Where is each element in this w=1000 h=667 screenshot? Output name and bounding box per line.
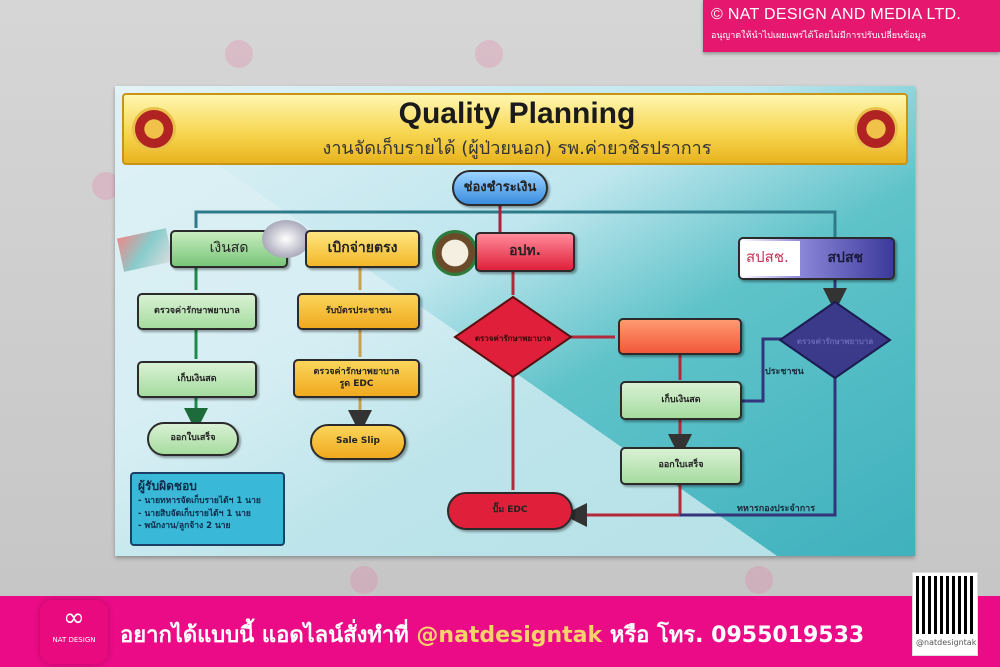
promo-text: อยากได้แบบนี้ แอดไลน์สั่งทำที่ xyxy=(120,623,409,648)
lgo-decision-diamond xyxy=(453,295,573,379)
start-payment-counter: ช่องชำระเงิน xyxy=(452,170,548,206)
lgo-header: อปท. xyxy=(475,232,575,272)
nhso-decision-diamond xyxy=(778,300,892,380)
infinity-icon: ∞ xyxy=(63,603,85,633)
responsible-box: ผู้รับผิดชอบ - นายทหารจัดเก็บรายได้ฯ 1 น… xyxy=(130,472,285,546)
army-seal-left-icon xyxy=(132,107,176,151)
responsible-title: ผู้รับผิดชอบ xyxy=(138,479,197,493)
watermark-logo-icon xyxy=(745,566,773,594)
direct-step-edc: ตรวจค่ารักษาพยาบาล รูด EDC xyxy=(293,359,420,398)
cash-step-check-fee: ตรวจค่ารักษาพยาบาล xyxy=(137,293,257,330)
watermark-logo-icon xyxy=(225,40,253,68)
watermark-logo-icon xyxy=(475,40,503,68)
qr-code[interactable]: @natdesigntak xyxy=(912,572,978,656)
poster-subtitle: งานจัดเก็บรายได้ (ผู้ป่วยนอก) รพ.ค่ายวชิ… xyxy=(322,138,712,159)
logo-text: NAT DESIGN xyxy=(52,636,96,644)
army-seal-right-icon xyxy=(854,107,898,151)
comptroller-garuda-logo-icon xyxy=(262,220,310,258)
nhso-logo: สปสช. xyxy=(742,241,800,276)
lgo-step-unreadable xyxy=(618,318,742,355)
responsible-item: - พนักงาน/ลูกจ้าง 2 นาย xyxy=(138,521,231,532)
cash-step-collect: เก็บเงินสด xyxy=(137,361,257,398)
watermark-logo-icon xyxy=(350,566,378,594)
line-handle-link[interactable]: @natdesigntak xyxy=(416,623,603,648)
branch-label-soldier: ทหารกองประจำการ xyxy=(737,504,816,514)
footer-banner xyxy=(0,596,1000,667)
direct-step-sale-slip: Sale Slip xyxy=(310,424,406,460)
nhso-header-label: สปสช xyxy=(827,249,863,266)
direct-header: เบิกจ่ายตรง xyxy=(305,230,420,268)
poster-header: Quality Planning งานจัดเก็บรายได้ (ผู้ป่… xyxy=(122,93,908,165)
direct-step-id-card: รับบัตรประชาชน xyxy=(297,293,420,330)
direct-step-swipe-edc: รูด EDC xyxy=(339,378,374,389)
responsible-item: - นายสิบจัดเก็บรายได้ฯ 1 นาย xyxy=(138,508,251,519)
copyright-text: © NAT DESIGN AND MEDIA LTD. xyxy=(711,6,962,23)
end-edc: ปั๊ม EDC xyxy=(447,492,573,530)
qr-caption: @natdesigntak xyxy=(916,638,977,647)
responsible-item: - นายทหารจัดเก็บรายได้ฯ 1 นาย xyxy=(138,496,261,507)
branch-label-citizen: ประชาชน xyxy=(765,367,804,377)
lgo-seal-icon xyxy=(432,230,478,276)
nhso-decision-label: ตรวจค่ารักษาพยาบาล xyxy=(796,337,874,346)
cash-step-receipt: ออกใบเสร็จ xyxy=(147,422,239,456)
poster-title: Quality Planning xyxy=(398,97,636,130)
copyright-banner: © NAT DESIGN AND MEDIA LTD. อนุญาตให้นำไ… xyxy=(703,0,1000,52)
direct-step-check-fee: ตรวจค่ารักษาพยาบาล xyxy=(313,367,400,378)
copyright-notice: อนุญาตให้นำไปเผยแพร่ได้โดยไม่มีการปรับเป… xyxy=(711,31,927,41)
qr-code-icon xyxy=(916,576,974,634)
footer-promo: อยากได้แบบนี้ แอดไลน์สั่งทำที่ @natdesig… xyxy=(120,617,864,652)
lgo-step-collect: เก็บเงินสด xyxy=(620,381,742,420)
nat-design-logo: ∞ NAT DESIGN xyxy=(40,600,108,664)
lgo-decision-label: ตรวจค่ารักษาพยาบาล xyxy=(474,334,552,343)
phone-text: หรือ โทร. 0955019533 xyxy=(609,623,865,648)
lgo-step-receipt: ออกใบเสร็จ xyxy=(620,447,742,485)
